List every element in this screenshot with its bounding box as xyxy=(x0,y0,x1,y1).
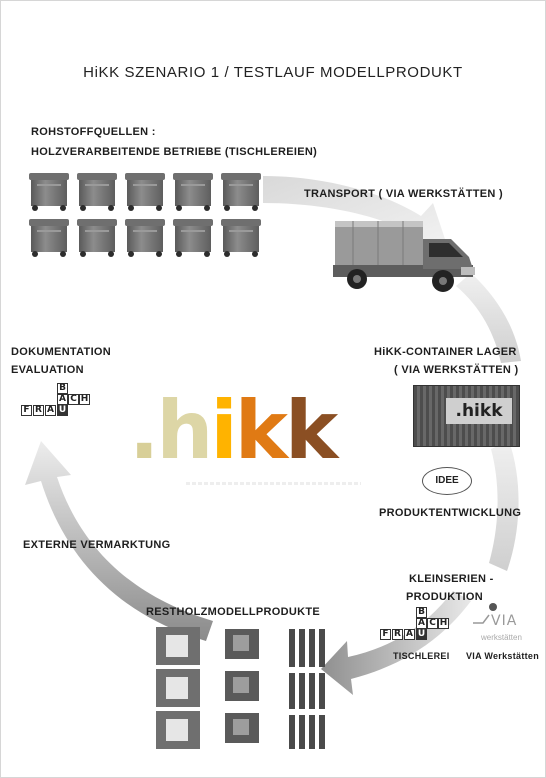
bin-icon xyxy=(173,173,213,211)
transport-label: TRANSPORT ( VIA WERKSTÄTTEN ) xyxy=(304,188,503,200)
bin-icon xyxy=(29,219,69,257)
via-werkstaetten-label: VIA Werkstätten xyxy=(466,651,540,661)
idee-label: IDEE xyxy=(435,475,459,486)
truck-icon xyxy=(333,221,475,292)
idee-speech-bubble: IDEE xyxy=(422,467,472,495)
logo-k2: k xyxy=(284,384,338,477)
externe-vermarktung-label: EXTERNE VERMARKTUNG xyxy=(23,539,171,551)
via-logo-text: VIA xyxy=(491,613,518,629)
arrow-segment-top xyxy=(263,176,447,248)
lager-subheading: ( VIA WERKSTÄTTEN ) xyxy=(394,364,519,376)
waste-bins-group xyxy=(29,173,265,265)
logo-dot: . xyxy=(129,384,159,477)
arrow-segment-bottom xyxy=(321,591,471,695)
rohstoff-subheading: HOLZVERARBEITENDE BETRIEBE (TISCHLEREIEN… xyxy=(31,146,318,158)
bin-icon xyxy=(125,173,165,211)
logo-h: h xyxy=(156,384,213,477)
bin-icon xyxy=(173,219,213,257)
produktion-label: PRODUKTION xyxy=(406,591,483,603)
evaluation-label: EVALUATION xyxy=(11,364,84,376)
restholz-label: RESTHOLZMODELLPRODUKTE xyxy=(146,606,321,618)
dokumentation-label: DOKUMENTATION xyxy=(11,346,112,358)
model-products-images xyxy=(156,627,325,749)
lager-heading: HiKK-CONTAINER LAGER xyxy=(374,346,517,358)
logo-tagline xyxy=(186,482,361,485)
bin-icon xyxy=(125,219,165,257)
bin-icon xyxy=(77,219,117,257)
hikk-logo: .hikk xyxy=(129,391,338,471)
kleinserien-label: KLEINSERIEN - xyxy=(409,573,494,585)
bin-icon xyxy=(29,173,69,211)
logo-k1: k xyxy=(234,384,288,477)
arrow-segment-right-upper xyxy=(456,273,521,363)
via-logo-subtext: werkstätten xyxy=(481,633,522,642)
container-label: .hikk xyxy=(446,398,512,424)
tischlerei-label: TISCHLEREI xyxy=(393,651,450,661)
bin-icon xyxy=(221,219,261,257)
rohstoff-heading: ROHSTOFFQUELLEN : xyxy=(31,126,156,138)
arrow-segment-left xyxy=(25,441,213,641)
via-werkstaetten-logo: VIA werkstätten xyxy=(469,601,529,645)
bin-icon xyxy=(77,173,117,211)
arrow-segment-right-lower xyxy=(489,441,519,571)
page-title: HiKK SZENARIO 1 / TESTLAUF MODELLPRODUKT xyxy=(83,64,463,81)
logo-i: i xyxy=(210,384,237,477)
produktentwicklung-label: PRODUKTENTWICKLUNG xyxy=(379,507,522,519)
bin-icon xyxy=(221,173,261,211)
container-icon: .hikk xyxy=(413,385,520,447)
